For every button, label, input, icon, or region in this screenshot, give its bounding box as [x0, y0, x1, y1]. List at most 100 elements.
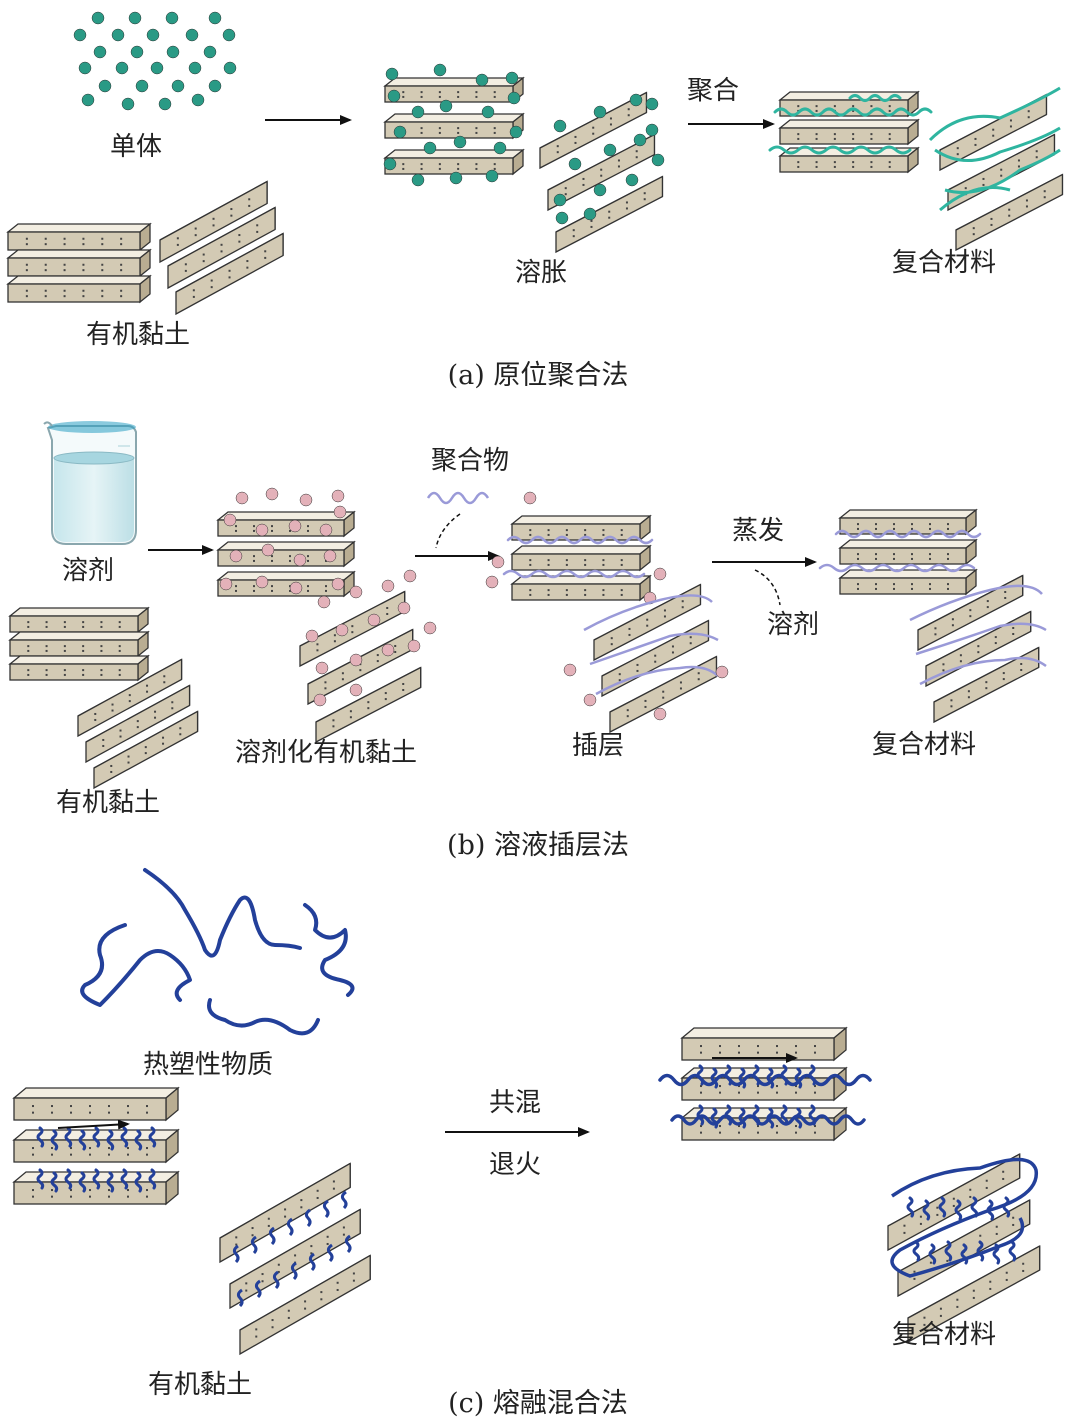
polymer-chain-stub: [922, 1199, 931, 1221]
polymer-chain-stub: [250, 1235, 258, 1255]
polymer-chain-stub: [944, 1240, 953, 1262]
intercalated-stack-b-flat: [485, 491, 667, 605]
monomer-label: 单体: [109, 132, 163, 162]
polymer-chain-stub: [808, 1104, 817, 1126]
composite-label-c: 复合材料: [891, 1320, 997, 1350]
monomer-dot: [505, 71, 519, 85]
solvent-dot: [397, 601, 411, 615]
clay-platelet: [6, 222, 152, 252]
solvent-dot: [265, 487, 279, 501]
monomer-dot: [453, 135, 467, 149]
monomer-dot: [411, 173, 425, 187]
monomer-dot: [128, 11, 142, 25]
solvent-dot: [315, 661, 329, 675]
monomer-dot: [411, 105, 425, 119]
solvent-dot: [653, 567, 667, 581]
solvent-dot: [255, 523, 269, 537]
clay-platelet: [838, 538, 978, 566]
polymer-chain: [583, 594, 719, 696]
solvent-dot: [289, 581, 303, 595]
polymer-chain-stub: [308, 1252, 316, 1272]
monomer-dot: [475, 73, 489, 87]
clay-platelet: [933, 646, 1040, 724]
clay-platelet: [887, 1152, 1021, 1252]
monomer-dot: [98, 79, 112, 93]
monomer-dot: [553, 119, 567, 133]
clay-platelet: [539, 91, 648, 170]
polymer-chain-stub: [254, 1279, 262, 1299]
polymer-chain-stub: [50, 1129, 59, 1151]
monomer-dot: [439, 99, 453, 113]
polymer-chain-stub: [906, 1196, 915, 1218]
panel-b: [8, 421, 1047, 790]
clay-platelet: [593, 583, 702, 662]
monomer-dot: [93, 45, 107, 59]
polymer-chain: [818, 563, 976, 573]
solvent-dot: [313, 693, 327, 707]
monomer-dot: [481, 105, 495, 119]
polymer-chain-stub: [912, 1240, 921, 1262]
polymer-chain-stub: [92, 1126, 101, 1148]
monomer-dot: [493, 141, 507, 155]
clay-platelet: [609, 655, 718, 734]
monomer-dot: [208, 11, 222, 25]
solvent-out-label: 溶剂: [766, 610, 820, 640]
polymer-chain-stub: [752, 1104, 761, 1126]
blend-label: 共混: [488, 1088, 542, 1118]
polymer-chain-stub: [738, 1107, 747, 1129]
polymer-label: 聚合物: [430, 446, 510, 476]
polymer-chain-stub: [106, 1171, 115, 1193]
polymer-chain-stub: [64, 1126, 73, 1148]
monomer-cloud: [73, 11, 237, 111]
solvent-dot: [381, 579, 395, 593]
solvent-dot: [349, 683, 363, 697]
gallery-arrow: [57, 1119, 130, 1130]
solvent-dot: [523, 491, 537, 505]
monomer-dot: [593, 105, 607, 119]
monomer-dot: [485, 169, 499, 183]
monomer-dot: [387, 89, 401, 103]
polymer-chain-stub: [696, 1064, 705, 1086]
polymer-chain-stub: [322, 1199, 330, 1219]
solvent-dot: [407, 639, 421, 653]
solvent-dot: [715, 665, 729, 679]
monomer-dot: [188, 61, 202, 75]
polymer-chain-stub: [928, 1243, 937, 1265]
polymer-chain: [848, 94, 902, 102]
composite-c-tilted: [887, 1152, 1041, 1344]
panel-a: [6, 11, 1064, 316]
solvent-dot: [423, 621, 437, 635]
polymer-chain-stub: [134, 1171, 143, 1193]
polymer-chain-stub: [344, 1234, 352, 1254]
polymer-chain-stub: [232, 1244, 240, 1264]
polymer-chain-stub: [986, 1199, 995, 1221]
polymer-chain: [658, 1073, 872, 1087]
caption-a: (a) 原位聚合法: [447, 360, 629, 391]
monomer-dot: [385, 67, 399, 81]
polymer-chain-stub: [780, 1064, 789, 1086]
polymer-chain: [506, 535, 654, 545]
clay-stack-a-tilted: [159, 180, 284, 316]
polymer-chain-stub: [64, 1168, 73, 1190]
clay-platelet: [8, 630, 150, 658]
monomer-dot: [645, 97, 659, 111]
thermoplastic-label: 热塑性物质: [142, 1050, 274, 1080]
clay-platelet: [510, 574, 652, 602]
polymer-chain-stub: [120, 1168, 129, 1190]
clay-platelet: [216, 540, 356, 568]
monomer-dot: [81, 93, 95, 107]
free-polymer-b: [426, 491, 490, 505]
polymer-chain-stub: [696, 1104, 705, 1126]
caption-c: (c) 熔融混合法: [448, 1388, 628, 1419]
polymer-chain-stub: [752, 1064, 761, 1086]
solvent-dot: [335, 623, 349, 637]
solvent-dot: [381, 643, 395, 657]
solvent-dot: [293, 553, 307, 567]
swollen-stack-a-tilted: [539, 91, 665, 254]
clay-platelet: [510, 514, 652, 542]
clay-platelet: [93, 710, 199, 790]
solvent-dot: [333, 505, 347, 519]
solvent-dot: [583, 693, 597, 707]
solvent-dot: [219, 577, 233, 591]
